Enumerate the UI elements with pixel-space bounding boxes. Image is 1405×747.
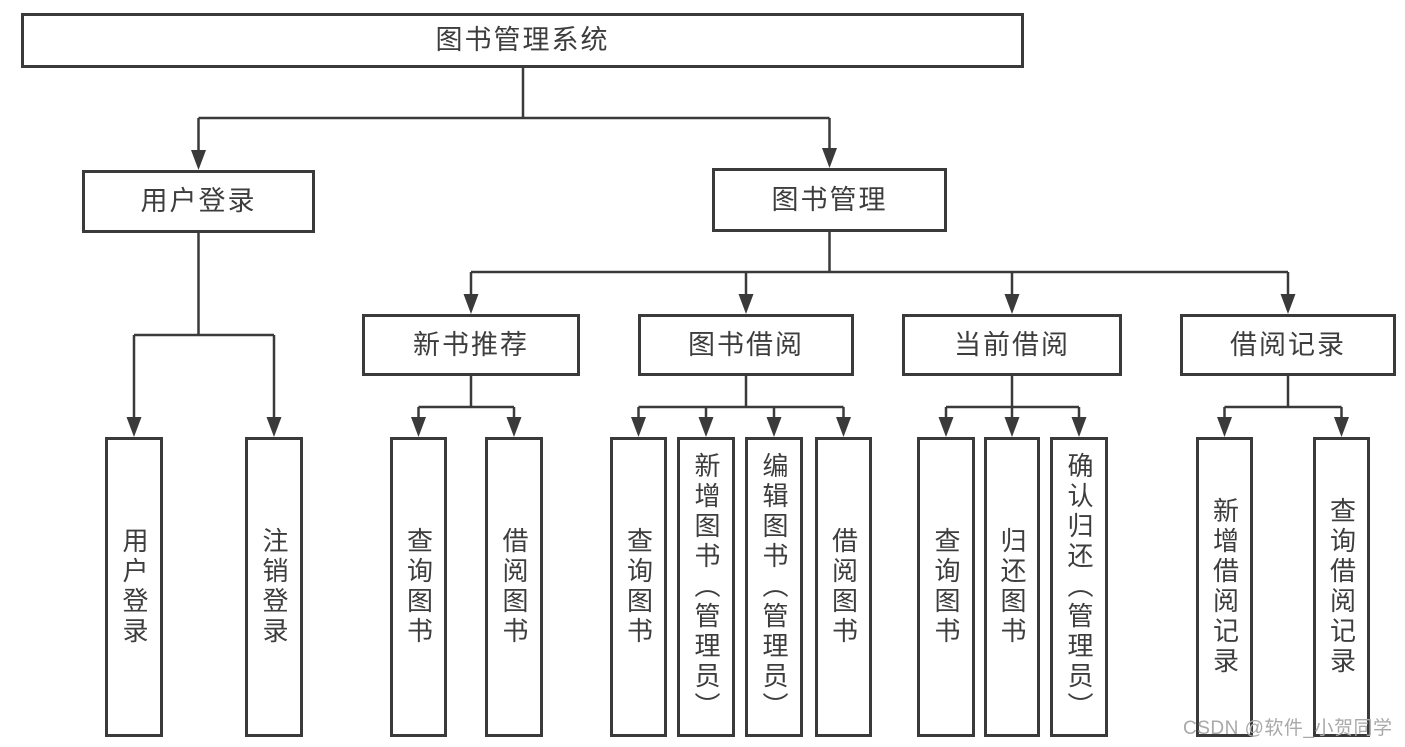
node-book-management: 图书管理: [712, 168, 947, 232]
node-borrowing-records: 借阅记录: [1180, 314, 1396, 376]
watermark: CSDN @软件_小贺同学: [1183, 718, 1393, 739]
node-label: 用户登录: [119, 527, 149, 647]
leaf-add-borrow-record: 新增借阅记录: [1196, 437, 1253, 737]
node-label: 查询图书: [403, 527, 434, 647]
leaf-confirm-return-admin: 确认归还（管理员）: [1050, 437, 1108, 737]
node-library-system: 图书管理系统: [21, 13, 1024, 68]
leaf-borrow-books-1: 借阅图书: [485, 437, 543, 737]
node-new-book-recommend: 新书推荐: [362, 314, 580, 376]
node-label: 借阅图书: [828, 527, 859, 647]
node-label: 确认归还（管理员）: [1064, 452, 1094, 722]
node-book-borrowing: 图书借阅: [638, 314, 854, 376]
node-label: 图书借阅: [688, 329, 804, 360]
node-label: 图书管理系统: [435, 25, 610, 55]
node-label: 新增借阅记录: [1209, 497, 1240, 677]
node-label: 新书推荐: [413, 329, 529, 360]
leaf-query-books-2: 查询图书: [610, 437, 667, 737]
node-label: 借阅图书: [499, 527, 529, 647]
leaf-return-books: 归还图书: [984, 437, 1040, 737]
leaf-edit-books-admin: 编辑图书（管理员）: [745, 437, 803, 737]
node-user-login: 用户登录: [82, 170, 315, 233]
leaf-query-books-3: 查询图书: [917, 437, 975, 737]
node-label: 用户登录: [140, 186, 257, 216]
leaf-add-books-admin: 新增图书（管理员）: [677, 437, 735, 737]
node-current-borrowing: 当前借阅: [902, 314, 1122, 376]
node-label: 图书管理: [771, 184, 888, 215]
node-label: 查询图书: [623, 527, 654, 647]
node-label: 借阅记录: [1230, 329, 1346, 360]
node-label: 归还图书: [997, 527, 1027, 647]
leaf-user-login: 用户登录: [105, 437, 163, 737]
leaf-borrow-books-2: 借阅图书: [815, 437, 872, 737]
node-label: 当前借阅: [954, 329, 1070, 360]
node-label: 编辑图书（管理员）: [759, 452, 789, 722]
node-label: 注销登录: [259, 527, 289, 647]
node-label: 查询图书: [931, 527, 961, 647]
leaf-logout: 注销登录: [245, 437, 303, 737]
node-label: 新增图书（管理员）: [691, 452, 721, 722]
leaf-query-borrow-record: 查询借阅记录: [1313, 437, 1370, 737]
leaf-query-books-1: 查询图书: [390, 437, 447, 737]
node-label: 查询借阅记录: [1326, 497, 1357, 677]
